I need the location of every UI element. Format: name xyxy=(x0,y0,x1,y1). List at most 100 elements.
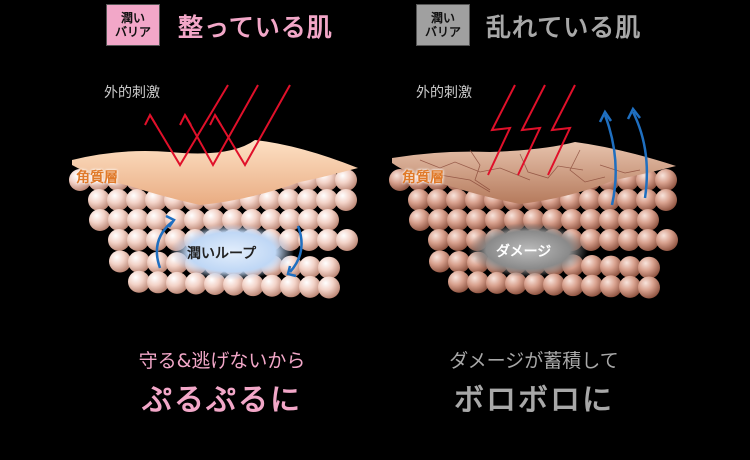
cell-sphere xyxy=(318,256,340,279)
cell-sphere xyxy=(335,189,357,211)
barrier-badge-damaged: 潤いバリア xyxy=(416,4,470,46)
cell-sphere xyxy=(108,229,130,251)
cell-sphere xyxy=(127,229,149,251)
caption-healthy-line2: ぷるぷるに xyxy=(142,383,302,418)
stratum-corneum-right xyxy=(392,142,676,204)
caption-damaged-line2: ボロボロに xyxy=(454,383,614,418)
cell-sphere xyxy=(562,274,584,297)
cell-sphere xyxy=(297,189,319,211)
cell-sphere xyxy=(617,189,639,211)
cell-sphere xyxy=(260,209,282,231)
moisture-loop-label: 潤いループ xyxy=(187,246,257,262)
badge-line: 潤い xyxy=(120,11,145,25)
stimulus-label-right: 外的刺激 xyxy=(416,85,472,101)
cell-sphere xyxy=(242,274,264,297)
cell-sphere xyxy=(165,209,187,231)
cell-sphere xyxy=(429,250,451,273)
cell-sphere xyxy=(128,270,150,293)
badge-line: バリア xyxy=(114,25,151,39)
cell-sphere xyxy=(655,169,677,191)
cell-sphere xyxy=(600,255,622,278)
cell-sphere xyxy=(638,256,660,279)
moisture-escape-arrows-icon xyxy=(598,106,649,206)
caption-damaged-line1: ダメージが蓄積して xyxy=(449,350,619,372)
cell-sphere xyxy=(185,272,207,295)
cell-sphere xyxy=(280,275,302,298)
cell-sphere xyxy=(298,209,320,231)
cell-sphere xyxy=(655,189,677,211)
cell-sphere xyxy=(128,251,150,274)
cell-sphere xyxy=(486,271,508,294)
cell-sphere xyxy=(637,209,659,231)
cell-sphere xyxy=(389,169,411,191)
cell-sphere xyxy=(637,229,659,251)
cell-sphere xyxy=(109,250,131,273)
cell-sphere xyxy=(336,229,358,251)
cell-sphere xyxy=(446,189,468,211)
cell-sphere xyxy=(618,209,640,231)
cell-sphere xyxy=(448,270,470,293)
cell-sphere xyxy=(524,273,546,296)
cell-sphere xyxy=(656,229,678,251)
stratum-corneum-left xyxy=(72,140,358,205)
damage-area xyxy=(468,223,588,277)
cell-sphere xyxy=(317,209,339,231)
cell-sphere xyxy=(599,229,621,251)
cell-sphere xyxy=(579,189,601,211)
cell-sphere xyxy=(166,271,188,294)
cell-sphere xyxy=(619,256,641,279)
cell-sphere xyxy=(428,209,450,231)
caption-healthy-line1: 守る&逃げないから xyxy=(138,350,306,372)
cell-sphere xyxy=(107,189,129,211)
title-healthy-skin: 整っている肌 xyxy=(178,13,333,42)
cell-sphere xyxy=(298,229,320,251)
cell-sphere xyxy=(428,229,450,251)
cell-sphere xyxy=(126,189,148,211)
external-stimulus-arrows-right xyxy=(487,84,576,176)
cell-sphere xyxy=(448,251,470,274)
cell-sphere xyxy=(146,209,168,231)
cell-sphere xyxy=(408,189,430,211)
cell-sphere xyxy=(409,209,431,231)
cell-sphere xyxy=(335,169,357,191)
cell-sphere xyxy=(259,189,281,211)
cracks-icon xyxy=(419,149,641,193)
cell-sphere xyxy=(299,256,321,279)
cell-sphere xyxy=(485,209,507,231)
title-damaged-skin: 乱れている肌 xyxy=(486,13,642,42)
barrier-badge-healthy: 潤いバリア xyxy=(106,4,160,46)
cell-sphere xyxy=(108,209,130,231)
cell-sphere xyxy=(278,189,300,211)
cell-sphere xyxy=(581,255,603,277)
cell-sphere xyxy=(600,275,622,298)
moisture-loop-area xyxy=(170,224,294,280)
cell-sphere xyxy=(638,276,660,299)
cell-sphere xyxy=(619,275,641,298)
cell-sphere xyxy=(147,271,169,294)
cell-sphere xyxy=(598,189,620,211)
cell-sphere xyxy=(618,229,640,251)
cell-sphere xyxy=(543,273,565,296)
loop-arrows-icon xyxy=(155,214,303,278)
layer-label-left: 角質層 xyxy=(76,170,118,186)
cell-sphere xyxy=(467,271,489,294)
cell-sphere xyxy=(316,189,338,211)
cell-sphere xyxy=(581,274,603,297)
cell-sphere xyxy=(299,275,321,298)
cell-sphere xyxy=(88,189,110,211)
cell-sphere xyxy=(89,209,111,231)
cell-sphere xyxy=(447,229,469,251)
external-stimulus-arrows-left xyxy=(144,84,291,168)
cell-sphere xyxy=(127,209,149,231)
cell-sphere xyxy=(561,209,583,231)
stimulus-label-left: 外的刺激 xyxy=(104,85,160,101)
badge-line: バリア xyxy=(424,25,461,39)
cell-sphere xyxy=(580,209,602,231)
cell-sphere xyxy=(636,189,658,211)
cell-sphere xyxy=(69,169,91,191)
cell-sphere xyxy=(599,209,621,231)
cell-sphere xyxy=(505,272,527,295)
cell-sphere xyxy=(318,276,340,299)
cell-sphere xyxy=(447,209,469,231)
cell-sphere xyxy=(427,189,449,211)
